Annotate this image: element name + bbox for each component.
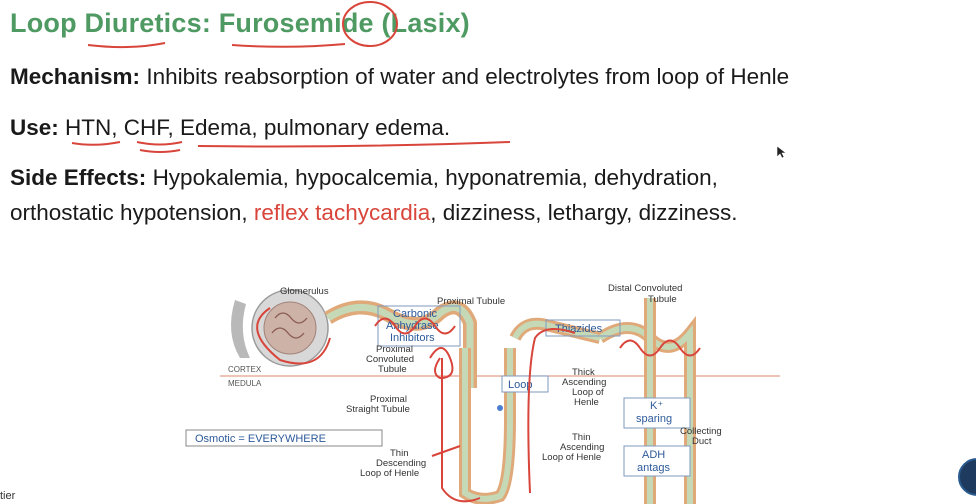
thin-asc-label-3: Loop of Henle (542, 452, 601, 463)
nephron-diagram: CORTEX MEDULA Glomerulus Proximal Tubule… (180, 278, 780, 504)
glomerulus-shape (231, 289, 329, 367)
distal-convoluted-label: Distal Convoluted (608, 283, 682, 294)
pst-label-1: Proximal (370, 394, 407, 405)
cortex-label: CORTEX (228, 365, 262, 374)
pct-label-3: Tubule (378, 364, 407, 375)
medula-label: MEDULA (228, 379, 262, 388)
k-sparing-label-2: sparing (636, 413, 672, 425)
thin-desc-label-2: Descending (376, 458, 426, 469)
thick-label-3: Loop of (572, 387, 604, 398)
pct-label-2: Convoluted (366, 354, 414, 365)
distal-tubule-label: Tubule (648, 294, 677, 305)
corner-text: tier (0, 490, 16, 502)
proximal-tubule-label: Proximal Tubule (437, 296, 505, 307)
reflex-tachycardia: reflex tachycardia (253, 200, 431, 225)
thin-asc-label-1: Thin (572, 432, 590, 443)
glomerulus-label: Glomerulus (280, 286, 329, 297)
side-effects-text-2a: orthostatic hypotension, (10, 200, 254, 225)
use-text: HTN, CHF, Edema, pulmonary edema. (65, 115, 451, 140)
pst-label-2: Straight Tubule (346, 404, 410, 415)
loop-label: Loop (508, 379, 532, 391)
thick-label-4: Henle (574, 397, 599, 408)
carbonic-label-2: Anhydrase (386, 320, 439, 332)
adh-label-2: antags (637, 462, 671, 474)
thick-label-2: Ascending (562, 377, 606, 388)
use-label: Use: (10, 115, 59, 140)
carbonic-label-3: Inhibitors (390, 332, 435, 344)
thin-desc-label-3: Loop of Henle (360, 468, 419, 479)
side-effects-text-2b: , dizziness, lethargy, dizziness. (430, 200, 738, 225)
mechanism-label: Mechanism: (10, 64, 141, 89)
thiazides-label: Thiazides (555, 323, 603, 335)
thin-desc-label-1: Thin (390, 448, 408, 459)
side-effects-line-2: orthostatic hypotension, reflex tachycar… (10, 200, 737, 226)
adh-label-1: ADH (642, 449, 665, 461)
mechanism-line: Mechanism: Inhibits reabsorption of wate… (10, 64, 789, 90)
side-effects-text-1: Hypokalemia, hypocalcemia, hyponatremia,… (152, 165, 718, 190)
side-effects-line-1: Side Effects: Hypokalemia, hypocalcemia,… (10, 165, 718, 191)
use-line: Use: HTN, CHF, Edema, pulmonary edema. (10, 115, 450, 141)
collecting-label-1: Collecting (680, 426, 722, 437)
side-effects-label: Side Effects: (10, 165, 147, 190)
osmotic-label: Osmotic = EVERYWHERE (195, 433, 326, 445)
k-sparing-label-1: K⁺ (650, 400, 663, 412)
mechanism-text: Inhibits reabsorption of water and elect… (146, 64, 790, 89)
carbonic-label-1: Carbonic (393, 308, 438, 320)
collecting-label-2: Duct (692, 436, 712, 447)
mouse-cursor-icon (776, 145, 787, 164)
thick-label-1: Thick (572, 367, 595, 378)
pct-label-1: Proximal (376, 344, 413, 355)
thin-asc-label-2: Ascending (560, 442, 604, 453)
